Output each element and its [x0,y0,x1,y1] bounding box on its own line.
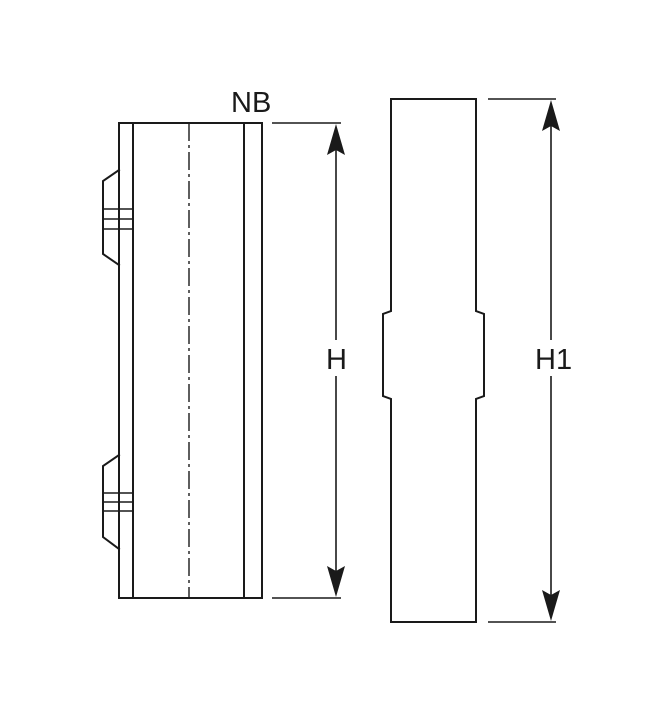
side-view-body-outline [118,122,263,599]
upper-hinge [102,168,133,267]
h-dimension: H [272,122,348,599]
h1-arrow-down [542,590,560,621]
side-view [102,122,263,599]
h1-label: H1 [535,344,572,376]
nb-label: NB [231,87,271,119]
lower-hinge [102,453,133,551]
h1-arrow-up [542,100,560,131]
h-arrow-up [327,124,345,155]
h1-dimension: H1 [488,98,572,623]
front-view-outline [382,98,485,623]
h-arrow-down [327,566,345,597]
h-label: H [326,344,347,376]
